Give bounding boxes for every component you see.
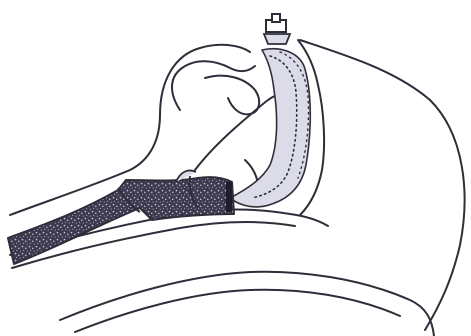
neck-outer-line bbox=[60, 272, 434, 336]
speckled-tube bbox=[8, 177, 234, 264]
nasal-cavity-outline bbox=[172, 61, 255, 110]
head-back-contour bbox=[300, 40, 465, 330]
device-cap bbox=[264, 14, 290, 44]
soft-palate bbox=[205, 76, 259, 115]
tongue-curve bbox=[195, 95, 278, 170]
tube-seal bbox=[226, 182, 232, 212]
pharynx-mucosa bbox=[230, 49, 310, 207]
